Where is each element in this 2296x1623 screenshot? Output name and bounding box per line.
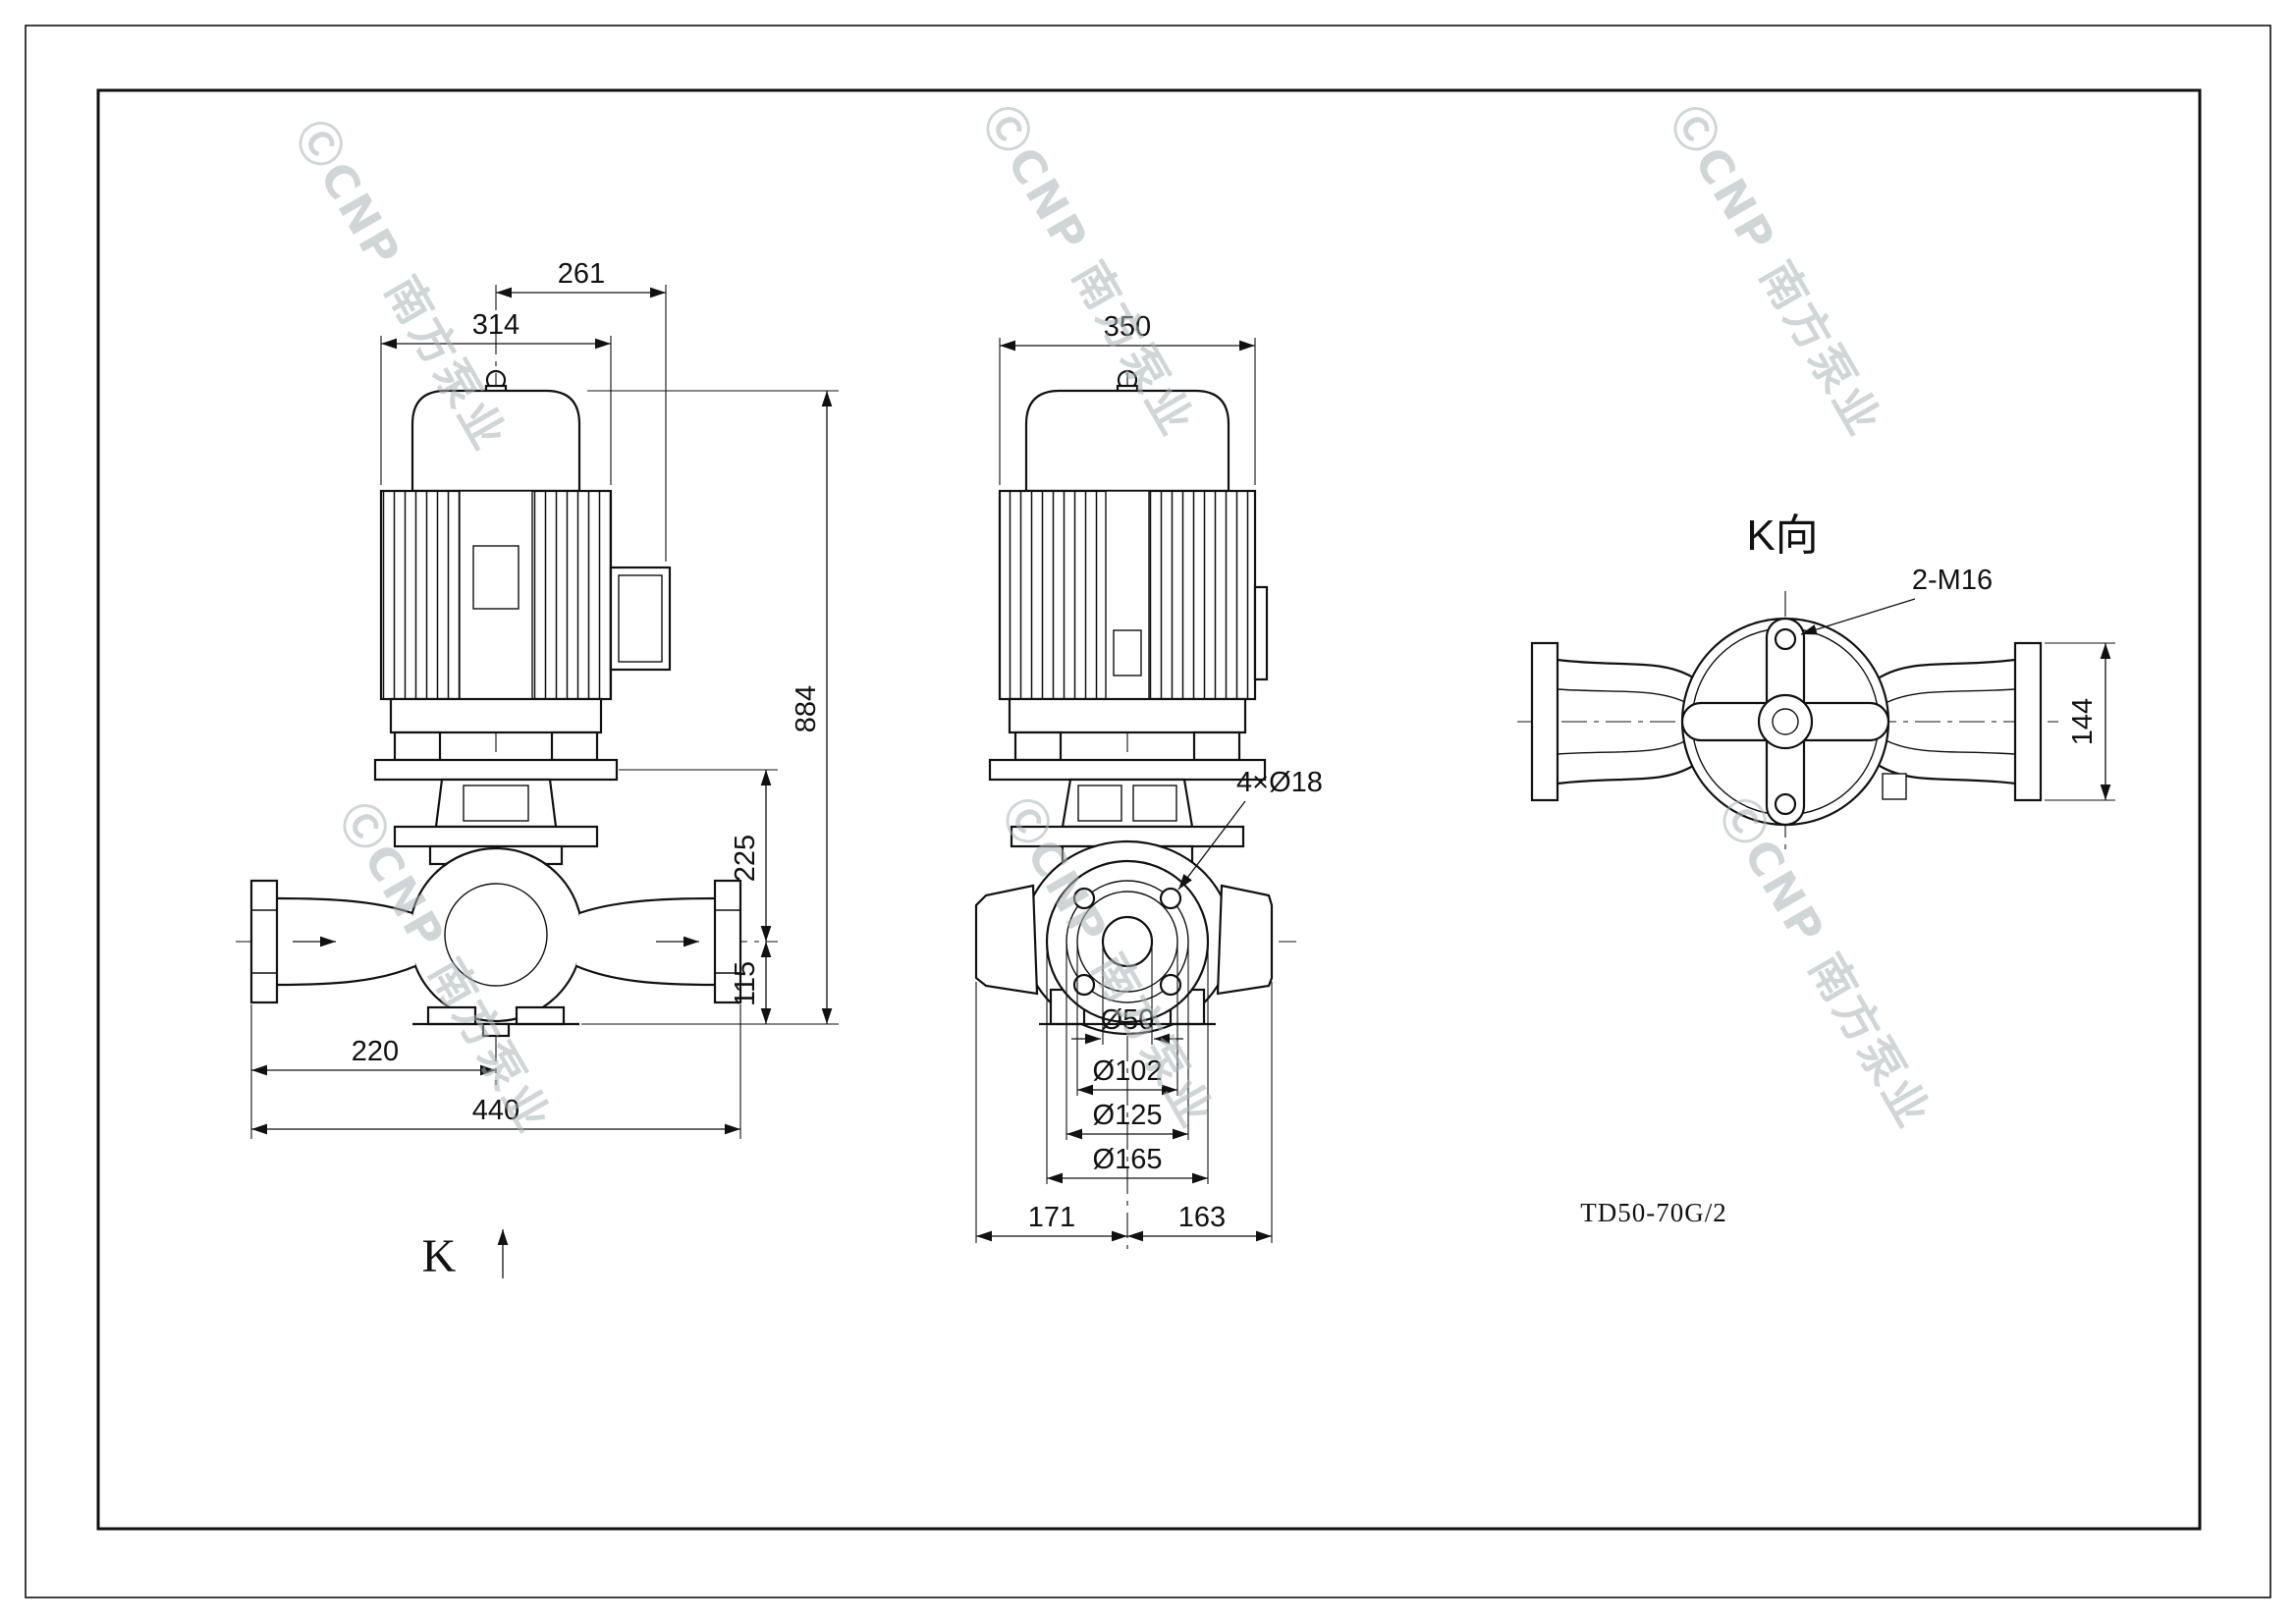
terminal-box-edge bbox=[1253, 585, 1269, 681]
fan-cover bbox=[1024, 389, 1230, 493]
discharge-flange bbox=[713, 879, 742, 1004]
motor-base bbox=[1008, 697, 1247, 734]
suction-flange bbox=[249, 879, 279, 1004]
dim-220: 220 bbox=[352, 1036, 399, 1067]
coupling-window bbox=[463, 784, 529, 822]
bolt-hole bbox=[1072, 887, 1096, 910]
flange-edge-right bbox=[2013, 641, 2043, 802]
side-dimensions: 350 4×Ø18 Ø50 Ø102 Ø125 Ø165 171 bbox=[975, 311, 1323, 1243]
watermark: ⒸCNP 南方泵业 bbox=[1709, 789, 1941, 1138]
front-view: 261 314 884 225 115 220 440 K bbox=[236, 258, 839, 1282]
flange-edge-left bbox=[1530, 641, 1559, 802]
dim-884: 884 bbox=[791, 685, 822, 732]
k-view-title: K向 bbox=[1746, 512, 1818, 560]
terminal-box bbox=[609, 566, 672, 672]
pump-casing-front bbox=[249, 846, 742, 1038]
casing-wing-right bbox=[1216, 884, 1274, 996]
dim-314: 314 bbox=[472, 309, 519, 341]
sheet-border-outer bbox=[25, 25, 2271, 1598]
dim-bolt-circle-diameter: Ø125 bbox=[1093, 1100, 1163, 1131]
dim-163: 163 bbox=[1178, 1202, 1226, 1233]
bolt-hole-note: 4×Ø18 bbox=[1236, 767, 1323, 798]
motor-side bbox=[988, 369, 1269, 866]
motor-stool-plate bbox=[373, 758, 619, 782]
port-bore bbox=[1101, 915, 1154, 968]
side-view: 350 4×Ø18 Ø50 Ø102 Ø125 Ø165 171 bbox=[974, 311, 1323, 1249]
bolt-circle bbox=[1066, 880, 1189, 1003]
dim-115: 115 bbox=[730, 961, 761, 1006]
dim-171: 171 bbox=[1028, 1202, 1075, 1233]
pipe-outline bbox=[1879, 658, 2016, 678]
dim-raised-face-diameter: Ø102 bbox=[1093, 1055, 1163, 1087]
k-direction-view: K向 2-M16 144 bbox=[1517, 512, 2115, 856]
pump-casing-side bbox=[974, 839, 1274, 1036]
casing-wing-left bbox=[974, 884, 1039, 996]
suction-pipe bbox=[276, 896, 413, 915]
bolt-hole bbox=[1159, 887, 1182, 910]
dim-350: 350 bbox=[1104, 311, 1151, 343]
shaft-hub bbox=[1757, 693, 1814, 750]
bolt-hole bbox=[1072, 973, 1096, 997]
raised-face bbox=[1076, 891, 1178, 993]
front-dimensions: 261 314 884 225 115 220 440 K bbox=[250, 258, 839, 1282]
part-code: TD50-70G/2 bbox=[1580, 1198, 1726, 1227]
sheet-border-inner bbox=[96, 88, 2202, 1531]
motor-base bbox=[389, 697, 603, 734]
bolt-hole bbox=[1159, 973, 1182, 997]
fan-cover bbox=[410, 389, 581, 493]
drain-plug bbox=[481, 1022, 511, 1038]
nameplate bbox=[472, 545, 519, 610]
discharge-pipe bbox=[578, 896, 716, 915]
watermark: ⒸCNP 南方泵业 bbox=[1660, 97, 1891, 446]
thread-note: 2-M16 bbox=[1912, 565, 1993, 596]
lantern bbox=[434, 778, 558, 829]
m16-hole-top bbox=[1774, 627, 1797, 651]
pipe-outline bbox=[1557, 658, 1694, 678]
m16-hole-bottom bbox=[1774, 792, 1797, 816]
dim-port-diameter: Ø50 bbox=[1101, 1004, 1155, 1036]
vent-boss bbox=[1882, 773, 1907, 800]
dim-flange-diameter: Ø165 bbox=[1093, 1144, 1163, 1175]
dim-144: 144 bbox=[2067, 698, 2099, 745]
motor-stool-plate bbox=[988, 758, 1267, 782]
casing-foot bbox=[515, 1005, 566, 1026]
dim-225: 225 bbox=[730, 835, 761, 882]
view-direction-label: K bbox=[422, 1230, 457, 1282]
dim-261: 261 bbox=[558, 258, 605, 290]
dim-440: 440 bbox=[472, 1095, 519, 1126]
lantern bbox=[1061, 778, 1194, 829]
watermark: ⒸCNP 南方泵业 bbox=[285, 112, 517, 460]
motor-front bbox=[379, 369, 672, 762]
